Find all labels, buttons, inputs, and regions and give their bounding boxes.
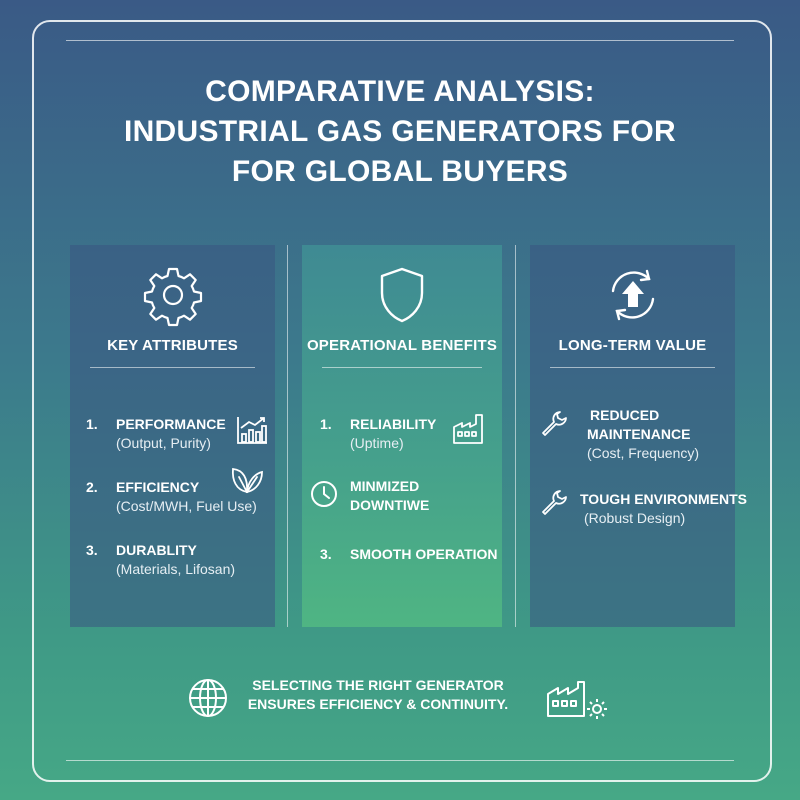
item-name: TOUGH ENVIRONMENTS [580, 491, 747, 507]
item-detail: (Uptime) [350, 435, 404, 451]
item-name: RELIABILITY [350, 416, 437, 432]
item-detail: (Robust Design) [584, 510, 686, 526]
column-rule [90, 367, 255, 368]
gear-icon [143, 267, 202, 327]
item-name-line-2: MAINTENANCE [587, 426, 691, 442]
top-divider [66, 40, 734, 41]
column-heading: OPERATIONAL BENEFITS [306, 337, 498, 354]
item-name: EFFICIENCY [116, 479, 200, 495]
item-number: 3. [320, 546, 332, 562]
clock-icon [311, 481, 337, 507]
item-name-line-1: REDUCED [590, 407, 660, 423]
item-detail: (Materials, Lifosan) [116, 561, 236, 577]
title-line-1: COMPARATIVE ANALYSIS: [205, 75, 595, 108]
item-detail: (Output, Purity) [116, 435, 211, 451]
shield-icon [380, 267, 424, 323]
column-heading: LONG-TERM VALUE [558, 337, 707, 354]
column-separator [515, 245, 516, 627]
page-title: COMPARATIVE ANALYSIS: INDUSTRIAL GAS GEN… [0, 72, 800, 192]
item-name-line-2: DOWNTIWE [350, 497, 430, 513]
wrench-icon [542, 490, 567, 515]
item-name: DURABLITY [116, 542, 197, 558]
refresh-arrow-icon [611, 269, 654, 321]
footer-line-2: ENSURES EFFICIENCY & CONTINUITY. [247, 696, 509, 712]
bar-chart-icon [237, 417, 267, 444]
bottom-divider [66, 760, 734, 761]
item-number: 1. [86, 416, 98, 432]
outer-frame [32, 20, 772, 782]
item-detail: (Cost/MWH, Fuel Use) [116, 498, 257, 514]
item-number: 2. [86, 479, 98, 495]
column-heading: KEY ATTRIBUTES [107, 337, 238, 354]
globe-icon [189, 679, 227, 717]
leaf-icon [231, 468, 263, 494]
column-separator [287, 245, 288, 627]
footer-line-1: SELECTING THE RIGHT GENERATOR [252, 677, 504, 693]
column-long-term-value: LONG-TERM VALUE REDUCED MAINTENANCE (Cos… [530, 245, 747, 627]
title-line-2: INDUSTRIAL GAS GENERATORS FOR [123, 115, 677, 148]
footer-message: SELECTING THE RIGHT GENERATOR ENSURES EF… [228, 676, 528, 714]
item-name: SMOOTH OPERATION [350, 546, 498, 562]
factory-icon [453, 414, 483, 444]
column-rule [550, 367, 715, 368]
column-key-attributes: KEY ATTRIBUTES 1. PERFORMANCE (Output, P… [70, 245, 275, 627]
item-name: PERFORMANCE [116, 416, 226, 432]
column-rule [322, 367, 482, 368]
item-name-line-1: MINMIZED [350, 478, 420, 494]
item-number: 3. [86, 542, 98, 558]
wrench-icon [542, 411, 567, 436]
title-line-3: FOR GLOBAL BUYERS [231, 155, 569, 188]
column-operational-benefits: OPERATIONAL BENEFITS 1. RELIABILITY (Upt… [302, 245, 502, 627]
item-detail: (Cost, Frequency) [587, 445, 700, 461]
item-number: 1. [320, 416, 332, 432]
factory-gear-icon [547, 681, 607, 719]
